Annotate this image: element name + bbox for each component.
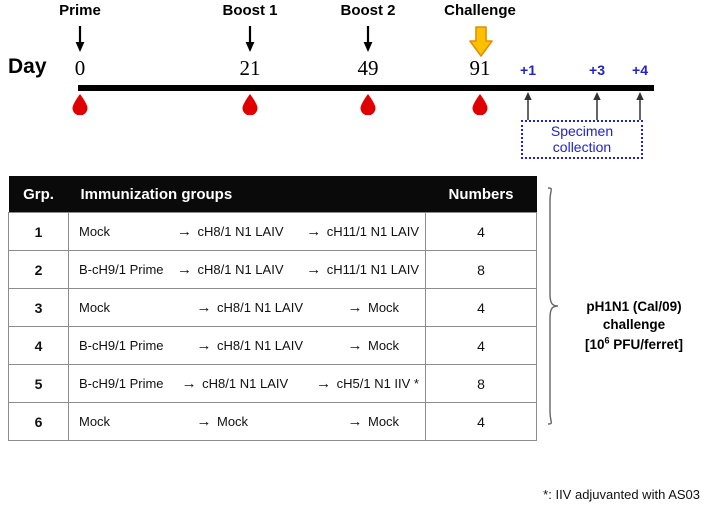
column-header-group: Grp. [8, 176, 69, 213]
challenge-annotation: pH1N1 (Cal/09) challenge [106 PFU/ferret… [560, 298, 708, 354]
challenge-dose-suffix: PFU/ferret] [609, 336, 684, 352]
sequence-arrow-icon: → [177, 261, 192, 278]
group-bracket [546, 186, 560, 426]
sequence-arrow-icon: → [196, 413, 212, 430]
timeline-post-day-4: +4 [632, 62, 648, 78]
cell-group-number: 2 [8, 250, 69, 289]
sequence-arrow-icon: → [347, 337, 363, 354]
table-row: 2 B-cH9/1 Prime → cH8/1 N1 LAIV → cH11/1… [8, 250, 537, 289]
sequence-arrow-icon: → [316, 375, 332, 392]
specimen-collection-line1: Specimen [550, 122, 614, 139]
sequence-step-boost2: Mock [368, 338, 400, 353]
cell-immunization-sequence: B-cH9/1 Prime → cH8/1 N1 LAIV → cH5/1 N1… [68, 364, 426, 403]
down-arrow-icon-prime [73, 26, 87, 57]
timeline-post-day-1: +1 [520, 62, 536, 78]
column-header-numbers: Numbers [425, 176, 537, 213]
sequence-arrow-icon: → [196, 337, 212, 354]
table-row: 1 Mock → cH8/1 N1 LAIV → cH11/1 N1 LAIV … [8, 212, 537, 251]
sequence-step-prime: Mock [79, 300, 111, 315]
cell-immunization-sequence: B-cH9/1 Prime → cH8/1 N1 LAIV → cH11/1 N… [68, 250, 426, 289]
sequence-step-boost2: Mock [368, 300, 400, 315]
sequence-step-boost1: cH8/1 N1 LAIV [197, 224, 284, 239]
timeline-day-0: 0 [74, 56, 86, 80]
study-timeline: Prime Boost 1 Boost 2 Challenge Day 0 21… [0, 0, 708, 170]
blood-drop-icon-day0 [72, 93, 89, 116]
timeline-phase-label-prime: Prime [59, 2, 101, 19]
specimen-collection-label: Specimen collection [550, 122, 614, 155]
table-header-row: Grp. Immunization groups Numbers [8, 176, 537, 213]
blood-drop-icon-day49 [360, 93, 377, 116]
sequence-step-boost1: Mock [217, 414, 249, 429]
table-row: 3 Mock → cH8/1 N1 LAIV → Mock 4 [8, 288, 537, 327]
timeline-phase-label-boost2: Boost 2 [340, 2, 396, 19]
table-row: 4 B-cH9/1 Prime → cH8/1 N1 LAIV → Mock 4 [8, 326, 537, 365]
up-arrow-icon-post-day-1 [523, 92, 534, 125]
sequence-step-boost1: cH8/1 N1 LAIV [217, 338, 303, 353]
sequence-step-prime: B-cH9/1 Prime [79, 338, 164, 353]
timeline-day-49: 49 [357, 56, 379, 80]
sequence-arrow-icon: → [347, 299, 363, 316]
sequence-step-boost2: cH11/1 N1 LAIV [326, 224, 419, 239]
sequence-step-prime: B-cH9/1 Prime [79, 262, 164, 277]
cell-immunization-sequence: Mock → Mock → Mock [68, 402, 426, 441]
column-header-immunization: Immunization groups [68, 176, 426, 213]
cell-animal-count: 4 [425, 326, 537, 365]
challenge-block-arrow-icon [468, 26, 494, 63]
cell-animal-count: 4 [425, 402, 537, 441]
challenge-note-dose: [106 PFU/ferret] [584, 335, 684, 352]
cell-animal-count: 8 [425, 364, 537, 403]
table-row: 5 B-cH9/1 Prime → cH8/1 N1 LAIV → cH5/1 … [8, 364, 537, 403]
sequence-step-boost1: cH8/1 N1 LAIV [217, 300, 303, 315]
sequence-step-boost2: cH11/1 N1 LAIV [326, 262, 419, 277]
cell-animal-count: 4 [425, 212, 537, 251]
challenge-note-line2: challenge [602, 317, 666, 333]
immunization-groups-table: Grp. Immunization groups Numbers 1 Mock … [8, 176, 537, 441]
specimen-collection-line2: collection [552, 138, 612, 155]
timeline-day-91: 91 [469, 56, 491, 80]
timeline-day-21: 21 [239, 56, 261, 80]
blood-drop-icon-day21 [242, 93, 259, 116]
sequence-arrow-icon: → [177, 223, 192, 240]
challenge-note-line1: pH1N1 (Cal/09) [586, 299, 682, 314]
cell-animal-count: 4 [425, 288, 537, 327]
sequence-step-boost2: cH5/1 N1 IIV * [336, 376, 419, 391]
sequence-arrow-icon: → [306, 223, 322, 240]
table-row: 6 Mock → Mock → Mock 4 [8, 402, 537, 441]
footnote-text: *: IIV adjuvanted with AS03 [543, 487, 700, 502]
sequence-arrow-icon: → [181, 375, 197, 392]
cell-group-number: 1 [8, 212, 69, 251]
cell-animal-count: 8 [425, 250, 537, 289]
cell-immunization-sequence: Mock → cH8/1 N1 LAIV → Mock [68, 288, 426, 327]
sequence-step-prime: Mock [79, 224, 111, 239]
cell-group-number: 4 [8, 326, 69, 365]
sequence-arrow-icon: → [347, 413, 363, 430]
specimen-collection-box: Specimen collection [521, 120, 643, 159]
timeline-post-day-3: +3 [589, 62, 605, 78]
timeline-axis-bar [78, 85, 654, 91]
timeline-phase-label-challenge: Challenge [444, 2, 516, 19]
down-arrow-icon-boost2 [361, 26, 375, 57]
cell-immunization-sequence: Mock → cH8/1 N1 LAIV → cH11/1 N1 LAIV [68, 212, 426, 251]
blood-drop-icon-day91 [472, 93, 489, 116]
up-arrow-icon-post-day-3 [592, 92, 603, 125]
sequence-step-prime: B-cH9/1 Prime [79, 376, 164, 391]
cell-group-number: 5 [8, 364, 69, 403]
cell-immunization-sequence: B-cH9/1 Prime → cH8/1 N1 LAIV → Mock [68, 326, 426, 365]
sequence-step-boost1: cH8/1 N1 LAIV [202, 376, 289, 391]
sequence-step-prime: Mock [79, 414, 111, 429]
sequence-arrow-icon: → [196, 299, 212, 316]
challenge-dose-prefix: [10 [584, 336, 605, 352]
cell-group-number: 3 [8, 288, 69, 327]
sequence-step-boost1: cH8/1 N1 LAIV [197, 262, 284, 277]
timeline-phase-label-boost1: Boost 1 [222, 2, 278, 19]
sequence-arrow-icon: → [306, 261, 322, 278]
up-arrow-icon-post-day-4 [635, 92, 646, 125]
cell-group-number: 6 [8, 402, 69, 441]
timeline-axis-label: Day [8, 55, 47, 78]
sequence-step-boost2: Mock [368, 414, 400, 429]
down-arrow-icon-boost1 [243, 26, 257, 57]
challenge-dose-exponent: 6 [604, 335, 610, 346]
